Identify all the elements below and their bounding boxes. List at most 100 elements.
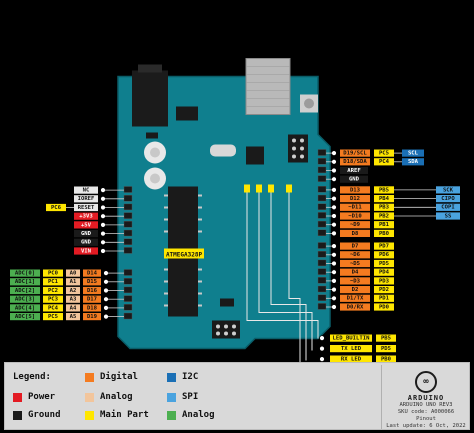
right-pin-dot — [331, 195, 337, 202]
right-pin-dot — [331, 230, 337, 237]
main-chip-label-bg — [164, 248, 204, 259]
adc-label: ADC[1] — [15, 279, 35, 285]
analog-port-label-box — [43, 313, 63, 321]
header-pin — [317, 303, 327, 310]
right-pin-dot — [331, 213, 337, 219]
digital-port-label-box — [374, 229, 394, 237]
legend-title: Legend: — [13, 372, 51, 382]
digital-pin-label: D13 — [350, 187, 360, 193]
regulator — [220, 298, 234, 307]
power-pin-label-box — [74, 221, 98, 229]
i2c-bus-label-box — [402, 158, 424, 166]
digital-port-label: PB1 — [379, 222, 390, 228]
analog-pin-label: A0 — [70, 271, 77, 277]
header-pin — [123, 277, 133, 285]
header-pin — [317, 277, 327, 284]
digital-port-label-box — [374, 268, 394, 276]
power-pin-label: RESET — [78, 205, 95, 211]
digital-pin-label-box — [340, 186, 370, 194]
digital-port-label: PB4 — [379, 196, 390, 202]
led-label-box — [330, 345, 372, 353]
legend-item: Main Part — [85, 410, 149, 420]
digital-pin-label-box — [340, 268, 370, 276]
analog-digital-label-box — [83, 286, 101, 295]
legend-label: Ground — [28, 410, 61, 420]
legend-item: Analog — [85, 392, 133, 402]
power-pin-label-box — [74, 230, 98, 238]
digital-pin-label-box — [340, 251, 370, 259]
header-pin — [317, 149, 327, 156]
analog-pin-label-box — [66, 286, 80, 295]
right-pin-dot — [331, 159, 337, 165]
digital-port-label: PD2 — [379, 287, 389, 293]
power-pin-dot — [100, 196, 106, 202]
led-port-label: PD5 — [381, 346, 391, 352]
analog-port-label: PC0 — [48, 271, 59, 277]
analog-digital-label-box — [83, 278, 101, 286]
power-pin-dot — [100, 239, 106, 246]
header-pin — [317, 242, 327, 249]
crystal — [210, 144, 236, 157]
analog-digital-label-box — [83, 313, 101, 321]
analog-port-label: PC4 — [48, 305, 59, 311]
header-pin — [317, 175, 327, 182]
chip-label: ATMEGA328P — [166, 252, 203, 259]
power-pin-label: IOREF — [78, 196, 95, 202]
icsp-header — [288, 134, 308, 163]
header-pin — [317, 250, 327, 258]
digital-pin-label: D4 — [352, 270, 359, 276]
header-pin — [317, 166, 327, 174]
right-pin-dot — [331, 260, 337, 267]
misc-pin-label-box — [340, 175, 368, 183]
adc-label: ADC[4] — [15, 305, 35, 311]
misc-pin-label-box — [340, 166, 368, 175]
legend-swatch — [167, 410, 176, 420]
digital-pin-label-box — [340, 259, 370, 268]
legend-swatch — [167, 372, 176, 382]
digital-pin-label: ~D11 — [348, 205, 362, 211]
legend-item: Power — [13, 392, 55, 402]
digital-port-label: PB5 — [379, 187, 389, 193]
led-dot — [319, 356, 325, 362]
analog-pin-dot — [103, 287, 109, 294]
spi-bus-label-box — [436, 212, 460, 220]
i2c-port-label-box — [374, 158, 394, 166]
power-pin-label-box — [74, 203, 98, 212]
digital-pin-label: D0/RX — [347, 304, 364, 310]
analog-port-label-box — [43, 295, 63, 303]
led-label: TX LED — [341, 346, 362, 352]
arduino-logo-icon: ∞ — [415, 371, 437, 393]
smd-part — [146, 132, 158, 139]
misc-pin-label: AREF — [347, 168, 361, 174]
legend-item: Ground — [13, 410, 61, 420]
analog-port-label-box — [43, 278, 63, 286]
barrel-jack — [132, 70, 168, 127]
header-pin — [123, 312, 133, 320]
digital-pin-label-box — [340, 242, 370, 250]
right-pin-dot — [331, 176, 337, 182]
power-pin-dot — [100, 187, 106, 193]
digital-pin-label: D1/TX — [347, 296, 364, 302]
adc-label: ADC[3] — [15, 297, 35, 303]
digital-port-label-box — [374, 303, 394, 311]
analog-pin-label-box — [66, 295, 80, 303]
small-ic — [176, 106, 198, 121]
usb-ic — [246, 146, 264, 165]
power-pin-dot — [100, 213, 106, 219]
power-pin-label: +3V3 — [79, 214, 92, 220]
digital-pin-label-box — [340, 203, 370, 211]
analog-digital-label: D14 — [87, 271, 98, 277]
analog-pin-label-box — [66, 278, 80, 286]
i2c-pin-label-box — [340, 149, 370, 157]
analog-port-label: PC3 — [48, 297, 58, 303]
i2c-pin-label-box — [340, 158, 370, 166]
spi-bus-label: CIPO — [441, 196, 455, 202]
digital-pin-label: ~D6 — [350, 252, 361, 258]
digital-pin-label: D12 — [350, 196, 360, 202]
adc-label-box — [10, 278, 40, 286]
digital-port-label: PB2 — [379, 213, 389, 219]
digital-pin-label-box — [340, 303, 370, 311]
